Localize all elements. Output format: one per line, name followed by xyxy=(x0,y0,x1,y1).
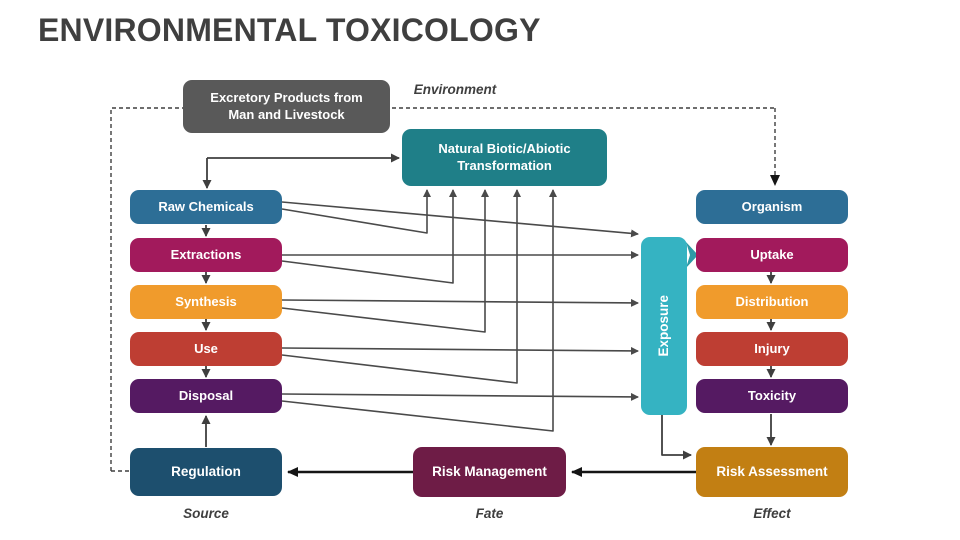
lines-to-transformation xyxy=(281,189,557,432)
environment-dashed-boundary xyxy=(110,107,780,472)
box-exposure: Exposure xyxy=(641,237,687,415)
box-excretory-products: Excretory Products from Man and Livestoc… xyxy=(183,80,390,133)
exposure-uptake-chevron-icon xyxy=(686,242,698,268)
environment-label: Environment xyxy=(413,82,497,97)
box-toxicity: Toxicity xyxy=(696,379,848,413)
effect-label: Effect xyxy=(753,506,791,521)
arrow-raw-to-transformation xyxy=(281,189,431,234)
box-transformation: Natural Biotic/Abiotic Transformation xyxy=(402,129,607,186)
dashed-boundary-left-top xyxy=(110,107,775,471)
arrow-extractions-to-transformation xyxy=(281,189,457,284)
box-disposal: Disposal xyxy=(130,379,282,413)
exposure-label: Exposure xyxy=(656,295,672,357)
box-injury: Injury xyxy=(696,332,848,366)
box-regulation: Regulation xyxy=(130,448,282,496)
page-title: ENVIRONMENTAL TOXICOLOGY xyxy=(38,12,541,48)
source-label: Source xyxy=(183,506,229,521)
box-organism: Organism xyxy=(696,190,848,224)
lines-to-exposure xyxy=(281,201,639,401)
arrow-use-to-transformation xyxy=(281,189,521,384)
arrow-disposal-to-transformation xyxy=(281,189,557,432)
box-distribution: Distribution xyxy=(696,285,848,319)
box-extractions: Extractions xyxy=(130,238,282,272)
box-synthesis: Synthesis xyxy=(130,285,282,319)
arrow-exposure-to-risk-assessment xyxy=(661,415,692,460)
arrow-synthesis-to-transformation xyxy=(281,189,489,333)
arrow-disposal-to-exposure xyxy=(281,392,639,401)
arrow-synthesis-to-exposure xyxy=(281,298,639,307)
arrow-raw-to-exposure xyxy=(281,201,639,238)
box-use: Use xyxy=(130,332,282,366)
box-risk-management: Risk Management xyxy=(413,447,566,497)
arrow-use-to-exposure xyxy=(281,346,639,355)
box-raw-chemicals: Raw Chemicals xyxy=(130,190,282,224)
box-uptake: Uptake xyxy=(696,238,848,272)
raw-transformation-elbow xyxy=(202,153,400,189)
fate-label: Fate xyxy=(475,506,504,521)
box-risk-assessment: Risk Assessment xyxy=(696,447,848,497)
